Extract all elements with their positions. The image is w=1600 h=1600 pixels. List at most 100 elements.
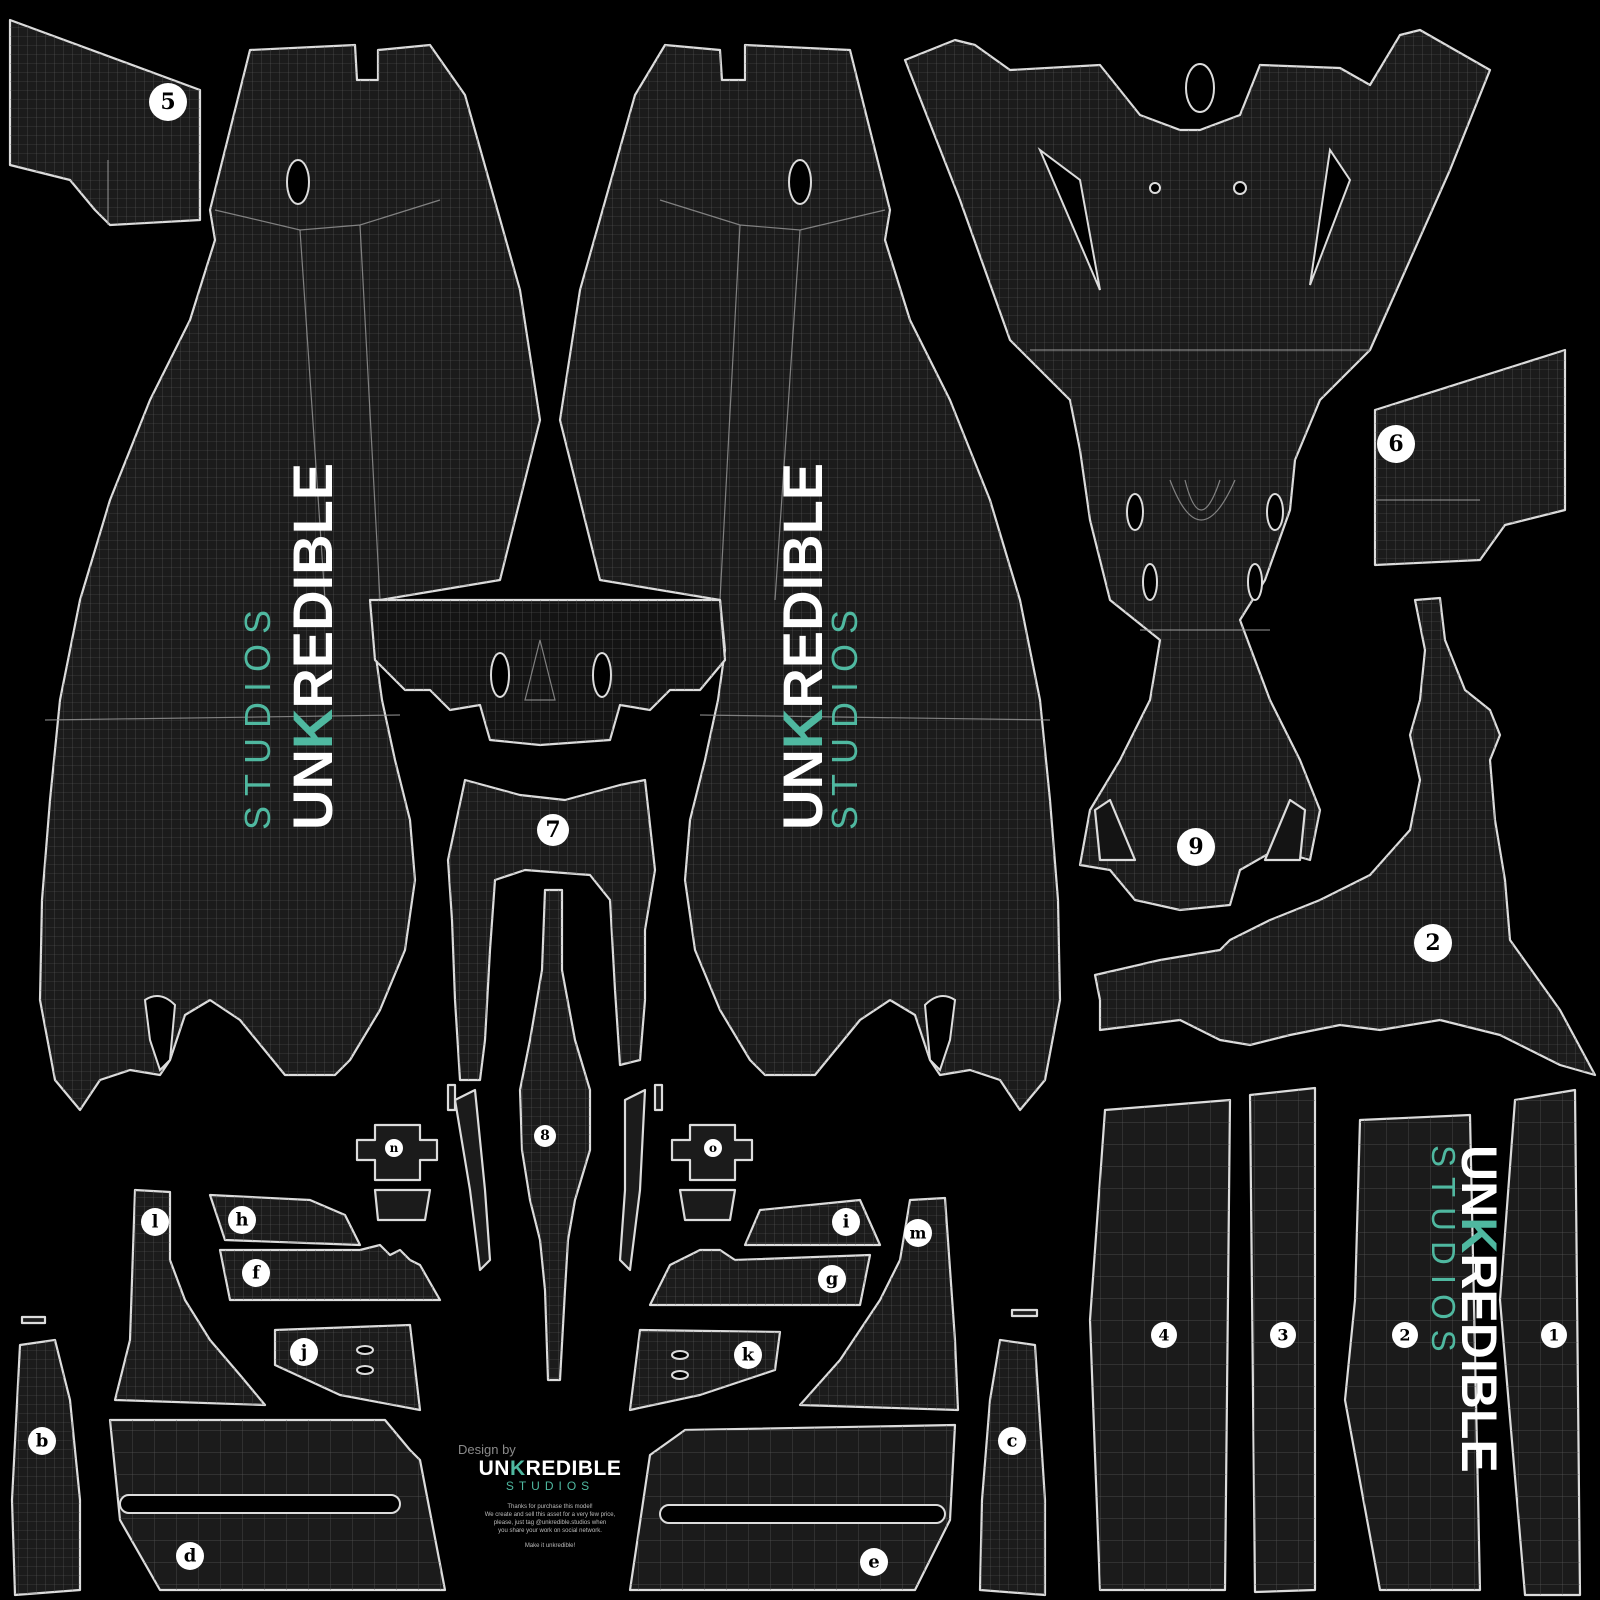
svg-text:b: b: [36, 1431, 49, 1452]
svg-text:UNKREDIBLE: UNKREDIBLE: [771, 463, 834, 830]
uv-piece-2: [1093, 596, 1597, 1077]
label-badge-9: 9: [1177, 828, 1215, 866]
uv-piece-left-body: [38, 43, 542, 1112]
label-badge-5: 5: [149, 83, 187, 121]
uv-piece-l: [113, 1188, 267, 1407]
uv-piece-g: [648, 1248, 872, 1307]
uv-piece-5: [8, 18, 202, 227]
label-badge-f: f: [242, 1259, 270, 1287]
label-badge-i: i: [832, 1208, 860, 1236]
label-badge-6: 6: [1377, 425, 1415, 463]
svg-text:UNKREDIBLE: UNKREDIBLE: [1451, 1145, 1507, 1473]
label-badge-e: e: [860, 1548, 888, 1576]
svg-text:h: h: [235, 1210, 248, 1231]
label-badge-g: g: [818, 1265, 846, 1293]
logo-left-sub: STUDIOS: [237, 600, 278, 830]
credit-brand-part3: REDIBLE: [525, 1457, 622, 1480]
logo-right-part3: REDIBLE: [1451, 1253, 1507, 1472]
svg-text:1: 1: [1548, 1326, 1559, 1345]
label-badge-2b: 2: [1392, 1322, 1418, 1348]
logo-left: UNKREDIBLE STUDIOS: [237, 463, 344, 830]
uv-piece-k: [628, 1328, 782, 1412]
credit-note-line4: you share your work on social network.: [498, 1528, 602, 1534]
svg-text:8: 8: [540, 1128, 550, 1144]
logo-left-part2: K: [281, 709, 344, 749]
uv-piece-b: [10, 1315, 82, 1597]
label-badge-k: k: [734, 1341, 762, 1369]
svg-text:j: j: [299, 1342, 308, 1363]
logo-center-part3: REDIBLE: [771, 463, 834, 709]
uv-piece-center-crotch: [368, 598, 727, 747]
uv-piece-7: [446, 778, 657, 1082]
logo-right-sub: STUDIOS: [1425, 1145, 1462, 1362]
logo-center-sub: STUDIOS: [824, 600, 865, 830]
label-badge-8: 8: [534, 1125, 556, 1147]
logo-left-part1: UN: [281, 749, 344, 830]
svg-text:2: 2: [1399, 1326, 1410, 1345]
label-badge-3: 3: [1270, 1322, 1296, 1348]
svg-text:g: g: [826, 1269, 839, 1290]
label-badge-j: j: [290, 1338, 318, 1366]
label-badge-o: o: [704, 1139, 722, 1157]
svg-text:6: 6: [1388, 431, 1403, 457]
svg-text:o: o: [709, 1141, 717, 1155]
label-badge-2: 2: [1414, 924, 1452, 962]
logo-right-part1: UN: [1451, 1145, 1507, 1217]
svg-text:m: m: [910, 1224, 927, 1243]
svg-text:3: 3: [1277, 1326, 1288, 1345]
svg-text:UNKREDIBLE: UNKREDIBLE: [281, 463, 344, 830]
uv-piece-sliver-right: [618, 1083, 664, 1272]
label-badge-4: 4: [1151, 1322, 1177, 1348]
uv-piece-sliver-left: [446, 1083, 492, 1272]
credit-note-line3: please, just tag @unkredible.studios whe…: [493, 1520, 607, 1526]
logo-center-part2: K: [771, 709, 834, 749]
svg-text:i: i: [843, 1212, 850, 1233]
label-badge-l: l: [141, 1208, 169, 1236]
credit-note-line1: Thanks for purchase this model!: [507, 1504, 593, 1510]
uv-piece-d: [108, 1418, 447, 1592]
label-badge-m: m: [904, 1219, 932, 1247]
logo-center-part1: UN: [771, 749, 834, 830]
label-badge-h: h: [228, 1206, 256, 1234]
credit-tagline: Make it unkredible!: [524, 1543, 576, 1549]
credit-brand-part1: UN: [478, 1457, 510, 1480]
uv-piece-c: [978, 1308, 1047, 1597]
logo-right: UNKREDIBLE STUDIOS: [1425, 1145, 1507, 1473]
label-badge-b: b: [28, 1427, 56, 1455]
svg-text:9: 9: [1188, 834, 1203, 860]
svg-text:5: 5: [160, 89, 175, 115]
credit-note: Thanks for purchase this model! We creat…: [440, 1503, 660, 1535]
svg-text:c: c: [1007, 1431, 1018, 1452]
uv-piece-9-torso: [903, 28, 1492, 912]
svg-text:2: 2: [1425, 930, 1440, 956]
logo-left-part3: REDIBLE: [281, 463, 344, 709]
svg-text:4: 4: [1158, 1326, 1169, 1345]
svg-text:n: n: [390, 1141, 399, 1155]
uv-piece-6: [1373, 348, 1567, 567]
logo-center: UNKREDIBLE STUDIOS: [771, 463, 865, 830]
uv-piece-j: [273, 1323, 422, 1412]
label-badge-c: c: [998, 1427, 1026, 1455]
logo-right-part2: K: [1451, 1217, 1507, 1253]
uv-piece-e: [628, 1423, 957, 1592]
svg-text:d: d: [184, 1546, 197, 1567]
credit-brand: UNKREDIBLE: [440, 1457, 660, 1481]
credit-block: Design by UNKREDIBLE STUDIOS Thanks for …: [440, 1442, 660, 1549]
svg-text:k: k: [742, 1345, 755, 1366]
uv-piece-n: [355, 1123, 439, 1222]
credit-brand-part2: K: [509, 1457, 526, 1480]
label-badge-d: d: [176, 1542, 204, 1570]
label-badge-7: 7: [537, 814, 569, 846]
credit-design-by: Design by: [458, 1442, 516, 1457]
credit-note-line2: We create and sell this asset for a very…: [484, 1512, 616, 1518]
credit-studios: STUDIOS: [505, 1479, 595, 1493]
uv-strip-2: [1343, 1113, 1482, 1592]
uv-piece-f: [218, 1243, 442, 1302]
svg-text:7: 7: [545, 817, 560, 843]
svg-text:l: l: [152, 1212, 159, 1233]
svg-text:f: f: [252, 1263, 261, 1284]
uv-piece-m: [798, 1196, 960, 1412]
uv-strip-1: [1498, 1088, 1582, 1597]
svg-text:e: e: [868, 1552, 879, 1573]
